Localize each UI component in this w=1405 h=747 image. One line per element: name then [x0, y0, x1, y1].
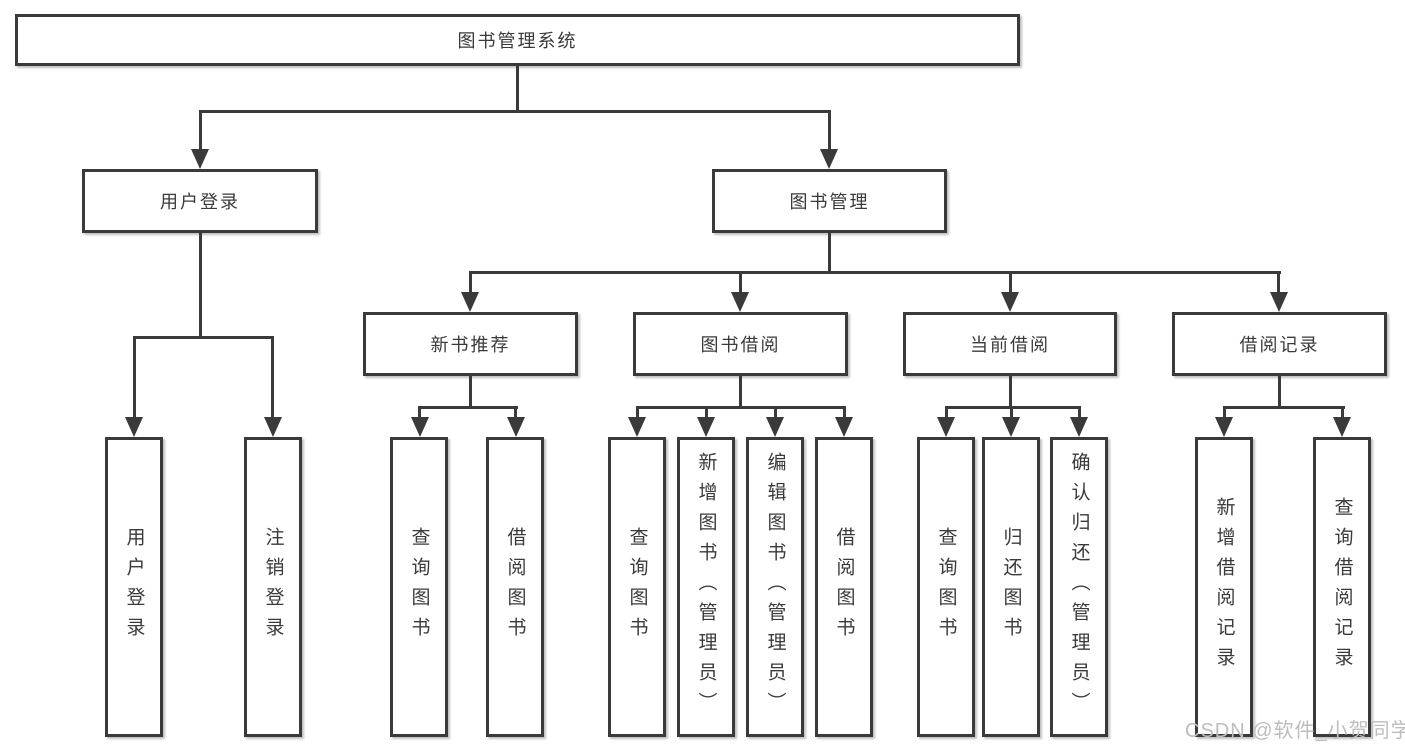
- connector-user-login-stem: [199, 233, 202, 338]
- connector-stem-leaf: [271, 336, 274, 419]
- node-label: 借阅图书: [504, 527, 526, 647]
- csdn-watermark: CSDN @软件_小贺同学: [1185, 720, 1405, 742]
- arrowhead-icon: [1215, 417, 1233, 437]
- connector-stem-book-management: [828, 110, 831, 151]
- connector-group-bus: [636, 406, 846, 409]
- connector-root-stem: [516, 66, 519, 113]
- leaf-borrow-books-recommend: 借阅图书: [486, 437, 544, 737]
- leaf-user-login: 用户登录: [105, 437, 163, 737]
- leaf-confirm-return-admin: 确认归还（管理员）: [1050, 437, 1108, 737]
- node-label: 图书借阅: [700, 335, 781, 355]
- arrowhead-icon: [820, 149, 838, 169]
- node-label: 新增图书（管理员）: [695, 452, 717, 722]
- arrowhead-icon: [766, 417, 784, 437]
- leaf-add-books-admin: 新增图书（管理员）: [677, 437, 735, 737]
- connector-user-login-bus: [133, 336, 274, 339]
- node-library-system: 图书管理系统: [15, 14, 1020, 66]
- leaf-query-books-borrowing: 查询图书: [608, 437, 666, 737]
- leaf-borrow-books: 借阅图书: [815, 437, 873, 737]
- arrowhead-icon: [125, 417, 143, 437]
- connector-group-bus: [418, 406, 518, 409]
- connector-level2-bus: [199, 110, 831, 113]
- node-label: 查询图书: [935, 527, 957, 647]
- connector-stem-leaf: [843, 406, 846, 420]
- arrowhead-icon: [1001, 292, 1019, 312]
- node-label: 用户登录: [123, 527, 145, 647]
- connector-stem-new-book: [469, 271, 472, 294]
- connector-level3-bus: [469, 271, 1281, 274]
- arrowhead-icon: [191, 149, 209, 169]
- node-label: 编辑图书（管理员）: [764, 452, 786, 722]
- connector-stem-user-login: [199, 110, 202, 151]
- connector-group-bus: [1223, 406, 1345, 409]
- connector-stem-leaf: [636, 406, 639, 420]
- leaf-add-borrow-record: 新增借阅记录: [1195, 437, 1253, 737]
- connector-group-bus: [945, 406, 1081, 409]
- arrowhead-icon: [461, 292, 479, 312]
- arrowhead-icon: [1070, 417, 1088, 437]
- connector-stem-leaf: [945, 406, 948, 420]
- node-label: 新增借阅记录: [1213, 497, 1235, 677]
- connector-stem-leaf: [1341, 406, 1344, 420]
- node-label: 用户登录: [160, 192, 240, 212]
- node-label: 确认归还（管理员）: [1068, 452, 1090, 722]
- arrowhead-icon: [835, 417, 853, 437]
- connector-stem-book-borrow: [739, 271, 742, 294]
- leaf-query-books-current: 查询图书: [917, 437, 975, 737]
- arrowhead-icon: [697, 417, 715, 437]
- leaf-edit-books-admin: 编辑图书（管理员）: [746, 437, 804, 737]
- node-label: 查询图书: [626, 527, 648, 647]
- arrowhead-icon: [628, 417, 646, 437]
- arrowhead-icon: [1002, 417, 1020, 437]
- node-label: 借阅记录: [1239, 335, 1320, 355]
- node-label: 图书管理系统: [457, 31, 578, 51]
- connector-stem-leaf: [418, 406, 421, 420]
- arrowhead-icon: [507, 417, 525, 437]
- node-label: 图书管理: [789, 192, 870, 212]
- connector-group-stem: [739, 376, 742, 409]
- connector-stem-borrow-records: [1277, 271, 1280, 294]
- connector-book-management-stem: [828, 233, 831, 273]
- node-current-borrowing: 当前借阅: [903, 312, 1117, 376]
- node-label: 注销登录: [262, 527, 284, 647]
- arrowhead-icon: [731, 292, 749, 312]
- leaf-return-books: 归还图书: [982, 437, 1040, 737]
- arrowhead-icon: [264, 417, 282, 437]
- node-book-borrowing: 图书借阅: [633, 312, 848, 376]
- leaf-query-borrow-record: 查询借阅记录: [1313, 437, 1371, 737]
- connector-group-stem: [1278, 376, 1281, 409]
- connector-stem-leaf: [774, 406, 777, 420]
- node-label: 借阅图书: [833, 527, 855, 647]
- node-label: 当前借阅: [970, 335, 1050, 355]
- node-book-management: 图书管理: [712, 169, 947, 233]
- node-label: 查询借阅记录: [1331, 497, 1353, 677]
- arrowhead-icon: [1270, 292, 1288, 312]
- connector-stem-leaf: [705, 406, 708, 420]
- connector-stem-leaf: [1010, 406, 1013, 420]
- connector-group-stem: [1009, 376, 1012, 409]
- connector-group-stem: [469, 376, 472, 409]
- node-label: 查询图书: [408, 527, 430, 647]
- arrowhead-icon: [937, 417, 955, 437]
- connector-stem-current-borrow: [1009, 271, 1012, 294]
- node-new-book-recommendation: 新书推荐: [363, 312, 578, 376]
- node-user-login: 用户登录: [82, 169, 318, 233]
- arrowhead-icon: [411, 417, 429, 437]
- leaf-query-books-recommend: 查询图书: [390, 437, 448, 737]
- node-borrowing-records: 借阅记录: [1172, 312, 1387, 376]
- connector-stem-leaf: [1223, 406, 1226, 420]
- connector-stem-leaf: [133, 336, 136, 419]
- node-label: 新书推荐: [430, 335, 511, 355]
- leaf-logout: 注销登录: [244, 437, 302, 737]
- connector-stem-leaf: [1078, 406, 1081, 420]
- arrowhead-icon: [1333, 417, 1351, 437]
- node-label: 归还图书: [1000, 527, 1022, 647]
- connector-stem-leaf: [514, 406, 517, 420]
